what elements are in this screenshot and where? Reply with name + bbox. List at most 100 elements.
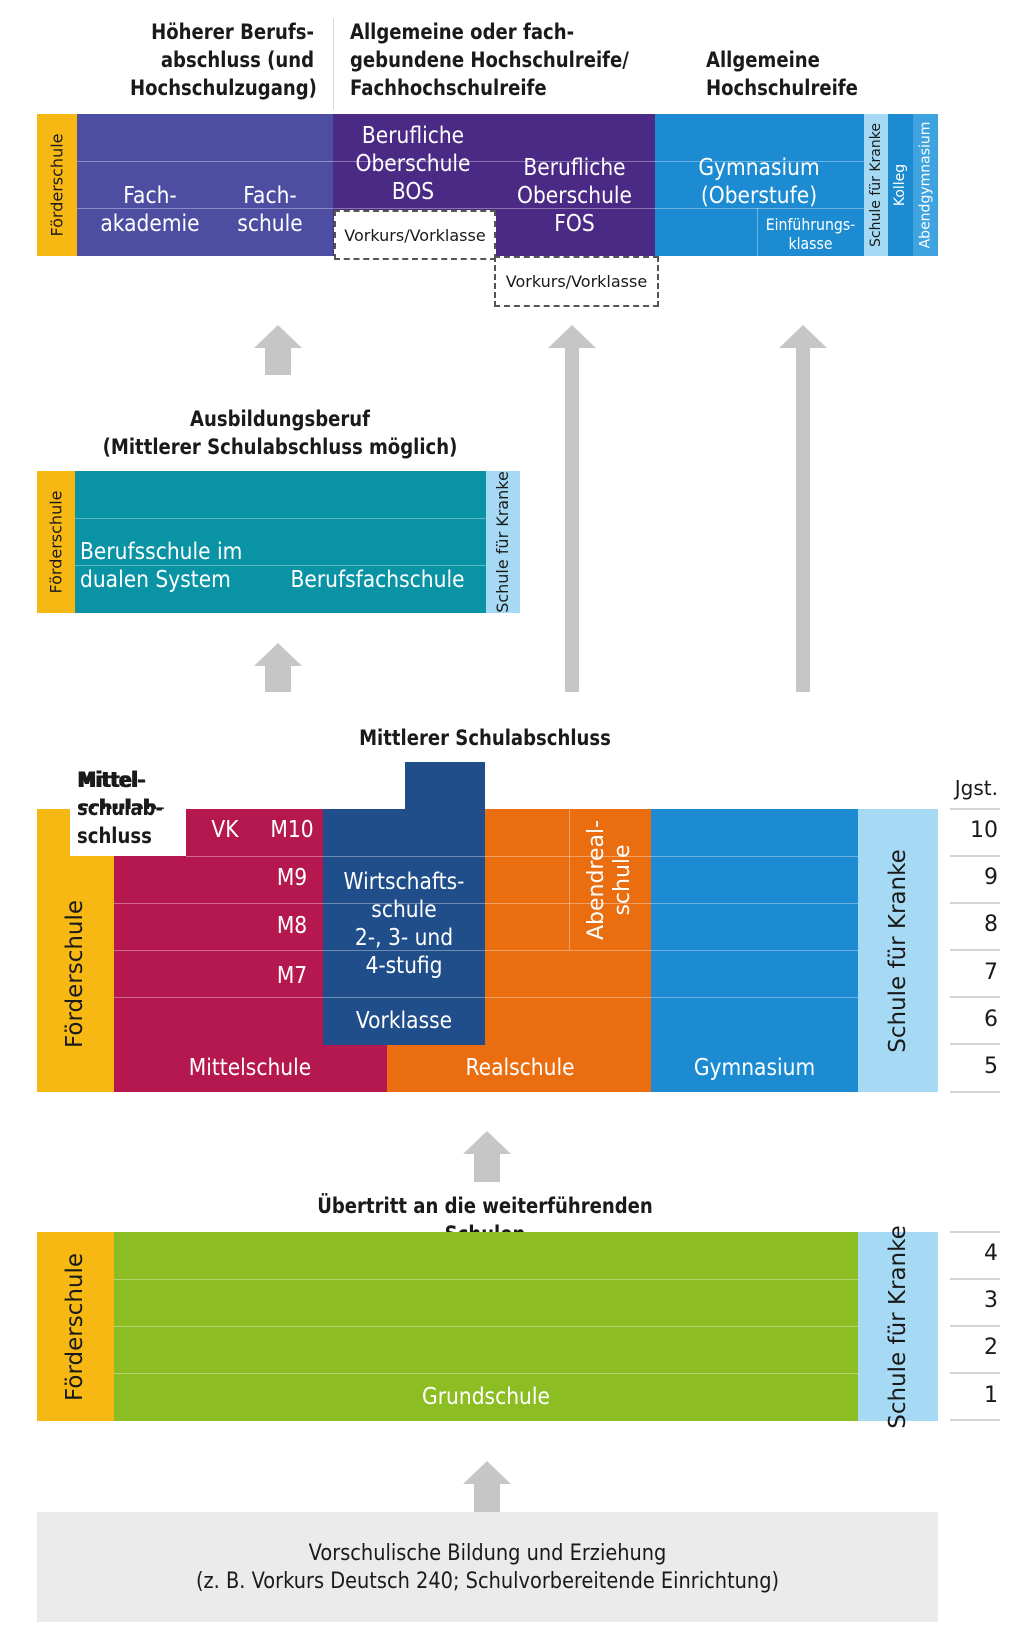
grade-7: 7	[984, 960, 998, 985]
kolleg-block	[888, 114, 913, 256]
mittelschule-vk-block	[186, 809, 323, 856]
jgst-line	[950, 1278, 1000, 1280]
prim-foerderschule-label: Förderschule	[62, 1252, 89, 1401]
msa-connector-block	[405, 762, 485, 809]
grade-3: 3	[984, 1288, 998, 1313]
middle-gridline	[75, 565, 486, 566]
abendrealschule-label: Abendreal- schule	[584, 819, 635, 940]
sec-kranke-label: Schule für Kranke	[885, 848, 911, 1053]
grade-1: 1	[984, 1383, 998, 1408]
prim-gridline	[114, 1326, 858, 1327]
mittelschule-base-block	[323, 1045, 387, 1092]
jgst-label: Jgst.	[954, 776, 998, 800]
sec-foerderschule-label: Förderschule	[62, 899, 89, 1049]
prim-kranke-block	[858, 1232, 938, 1421]
grade-9: 9	[984, 865, 998, 890]
prim-gridline	[114, 1373, 858, 1374]
heading-ausbildungsberuf: Ausbildungsberuf (Mittlerer Schulabschlu…	[102, 407, 458, 459]
m9-label: M9	[276, 865, 308, 891]
arrow-up-icon	[254, 643, 302, 692]
jgst-line	[950, 1325, 1000, 1327]
middle-foerderschule-label: Förderschule	[46, 490, 65, 594]
fachakademie-label: Fach- akademie	[100, 183, 200, 237]
realschule-base-block	[387, 1045, 651, 1092]
m10-label: M10	[270, 817, 314, 843]
vorschule-label: Vorschulische Bildung und Erziehung (z. …	[195, 1541, 780, 1594]
vorschule-block	[37, 1512, 938, 1622]
top-gridline	[77, 208, 655, 209]
middle-gridline	[75, 518, 486, 519]
mittelschule-label: Mittelschule	[188, 1055, 312, 1081]
heading-allgemeine-hochschulreife: Allgemeine Hochschulreife	[706, 48, 858, 100]
jgst-line	[950, 808, 1000, 810]
vorkurs-bos-box: Vorkurs/Vorklasse	[334, 210, 496, 260]
sec-gridline	[114, 903, 858, 904]
arrow-up-icon	[779, 325, 827, 692]
gymnasium-label: Gymnasium	[693, 1055, 816, 1081]
sec-gridline	[569, 809, 570, 950]
heading-hoeherer-berufsabschluss: Höherer Berufs- abschluss (und Hochschul…	[129, 20, 317, 100]
vorkurs-fos-box: Vorkurs/Vorklasse	[494, 256, 659, 307]
arrow-up-icon	[463, 1461, 511, 1512]
jgst-line	[950, 1419, 1000, 1421]
jgst-line	[950, 949, 1000, 951]
gymnasium-oberstufe-block	[655, 114, 864, 256]
heading-mittlerer-schulabschluss: Mittlerer Schulabschluss	[359, 726, 611, 750]
wirtschaftsschule-label: Wirtschafts- schule 2-, 3- und 4-stufig	[343, 869, 465, 979]
m8-label: M8	[276, 913, 308, 939]
sec-gridline	[114, 997, 858, 998]
bos-label: Berufliche Oberschule BOS	[355, 123, 471, 205]
arrow-up-icon	[463, 1131, 511, 1182]
sec-kranke-block	[858, 809, 938, 1092]
grade-4: 4	[984, 1241, 998, 1266]
jgst-line	[950, 902, 1000, 904]
kolleg-label: Kolleg	[892, 163, 909, 207]
top-kranke-block	[864, 114, 888, 256]
heading-mittelschulabschluss-repeat: Mittel- schulab- schluss	[77, 768, 163, 848]
vk-label: VK	[211, 817, 239, 843]
sec-gridline	[114, 950, 858, 951]
berufsschule-block	[75, 471, 486, 613]
grade-10: 10	[970, 818, 998, 843]
heading-hochschulreife-fach: Allgemeine oder fach- gebundene Hochschu…	[350, 20, 629, 100]
abendgymnasium-block	[913, 114, 938, 256]
grade-2: 2	[984, 1335, 998, 1360]
grade-8: 8	[984, 912, 998, 937]
mittelschulabschluss-bg	[70, 809, 186, 856]
fachschule-label: Fach- schule	[237, 183, 303, 237]
grundschule-block	[114, 1232, 858, 1421]
grundschule-label: Grundschule	[422, 1384, 550, 1410]
top-gridline	[77, 161, 655, 162]
m7-label: M7	[276, 963, 308, 989]
prim-foerderschule-block	[37, 1232, 114, 1421]
top-gridline	[655, 208, 864, 209]
top-gridline	[757, 208, 758, 256]
jgst-line	[950, 996, 1000, 998]
realschule-label: Realschule	[465, 1055, 575, 1081]
einfuehrungsklasse-label: Einführungs- klasse	[765, 215, 856, 253]
heading-uebertritt: Übertritt an die weiterführenden Schulen	[317, 1194, 653, 1246]
sec-foerderschule-block	[37, 809, 114, 1092]
berufsfachschule-label: Berufsfachschule	[290, 567, 465, 593]
berufsschule-label: Berufsschule im dualen System	[80, 539, 243, 593]
top-gridline	[655, 161, 864, 162]
jgst-line	[950, 855, 1000, 857]
vorklasse-label: Vorklasse	[355, 1008, 453, 1034]
realschule-upper-block	[485, 809, 651, 1045]
grade-5: 5	[984, 1054, 998, 1079]
middle-kranke-block	[486, 471, 520, 613]
prim-kranke-label: Schule für Kranke	[885, 1224, 911, 1429]
middle-kranke-label: Schule für Kranke	[493, 471, 513, 613]
prim-gridline	[114, 1279, 858, 1280]
abendgymnasium-label: Abendgymnasium	[917, 121, 934, 249]
jgst-line	[950, 1372, 1000, 1374]
sec-gridline	[186, 856, 858, 857]
arrow-up-icon	[254, 325, 302, 375]
mittelschule-block	[114, 856, 323, 1092]
top-foerderschule-label: Förderschule	[47, 133, 66, 237]
arrow-up-icon	[548, 325, 596, 692]
wirtschaftsschule-block	[323, 809, 485, 1045]
top-foerderschule-block	[37, 114, 77, 256]
grade-6: 6	[984, 1007, 998, 1032]
heading-divider	[333, 18, 334, 110]
